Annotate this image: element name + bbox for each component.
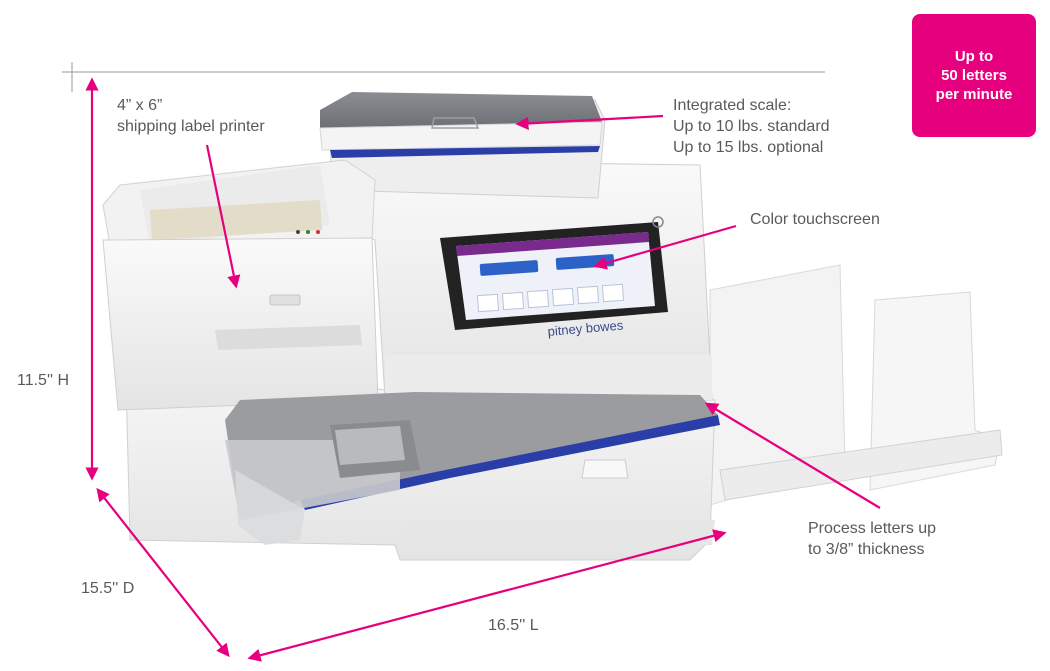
brand-logo: pitney bowes: [547, 317, 624, 339]
depth-dimension-label: 15.5'' D: [81, 580, 135, 597]
shipping-label-printer: [102, 159, 379, 411]
height-dimension-label: 11.5'' H: [17, 372, 70, 389]
letter-feed-deck: [225, 392, 720, 545]
callout-arrows: [205, 114, 881, 509]
letters-callout: Process letters up to 3/8” thickness: [808, 520, 937, 558]
length-dimension-label: 16.5'' L: [488, 617, 539, 634]
dimension-arrows: [85, 77, 727, 662]
letter-tray: [709, 264, 1003, 506]
speed-badge: Up to 50 letters per minute: [912, 14, 1036, 137]
color-touchscreen: [440, 216, 668, 330]
scale-callout: Integrated scale: Up to 10 lbs. standard…: [673, 97, 830, 156]
touchscreen-callout: Color touchscreen: [750, 211, 880, 228]
label-printer-callout: 4” x 6” shipping label printer: [117, 97, 265, 135]
speed-badge-text: Up to 50 letters per minute: [935, 48, 1013, 103]
